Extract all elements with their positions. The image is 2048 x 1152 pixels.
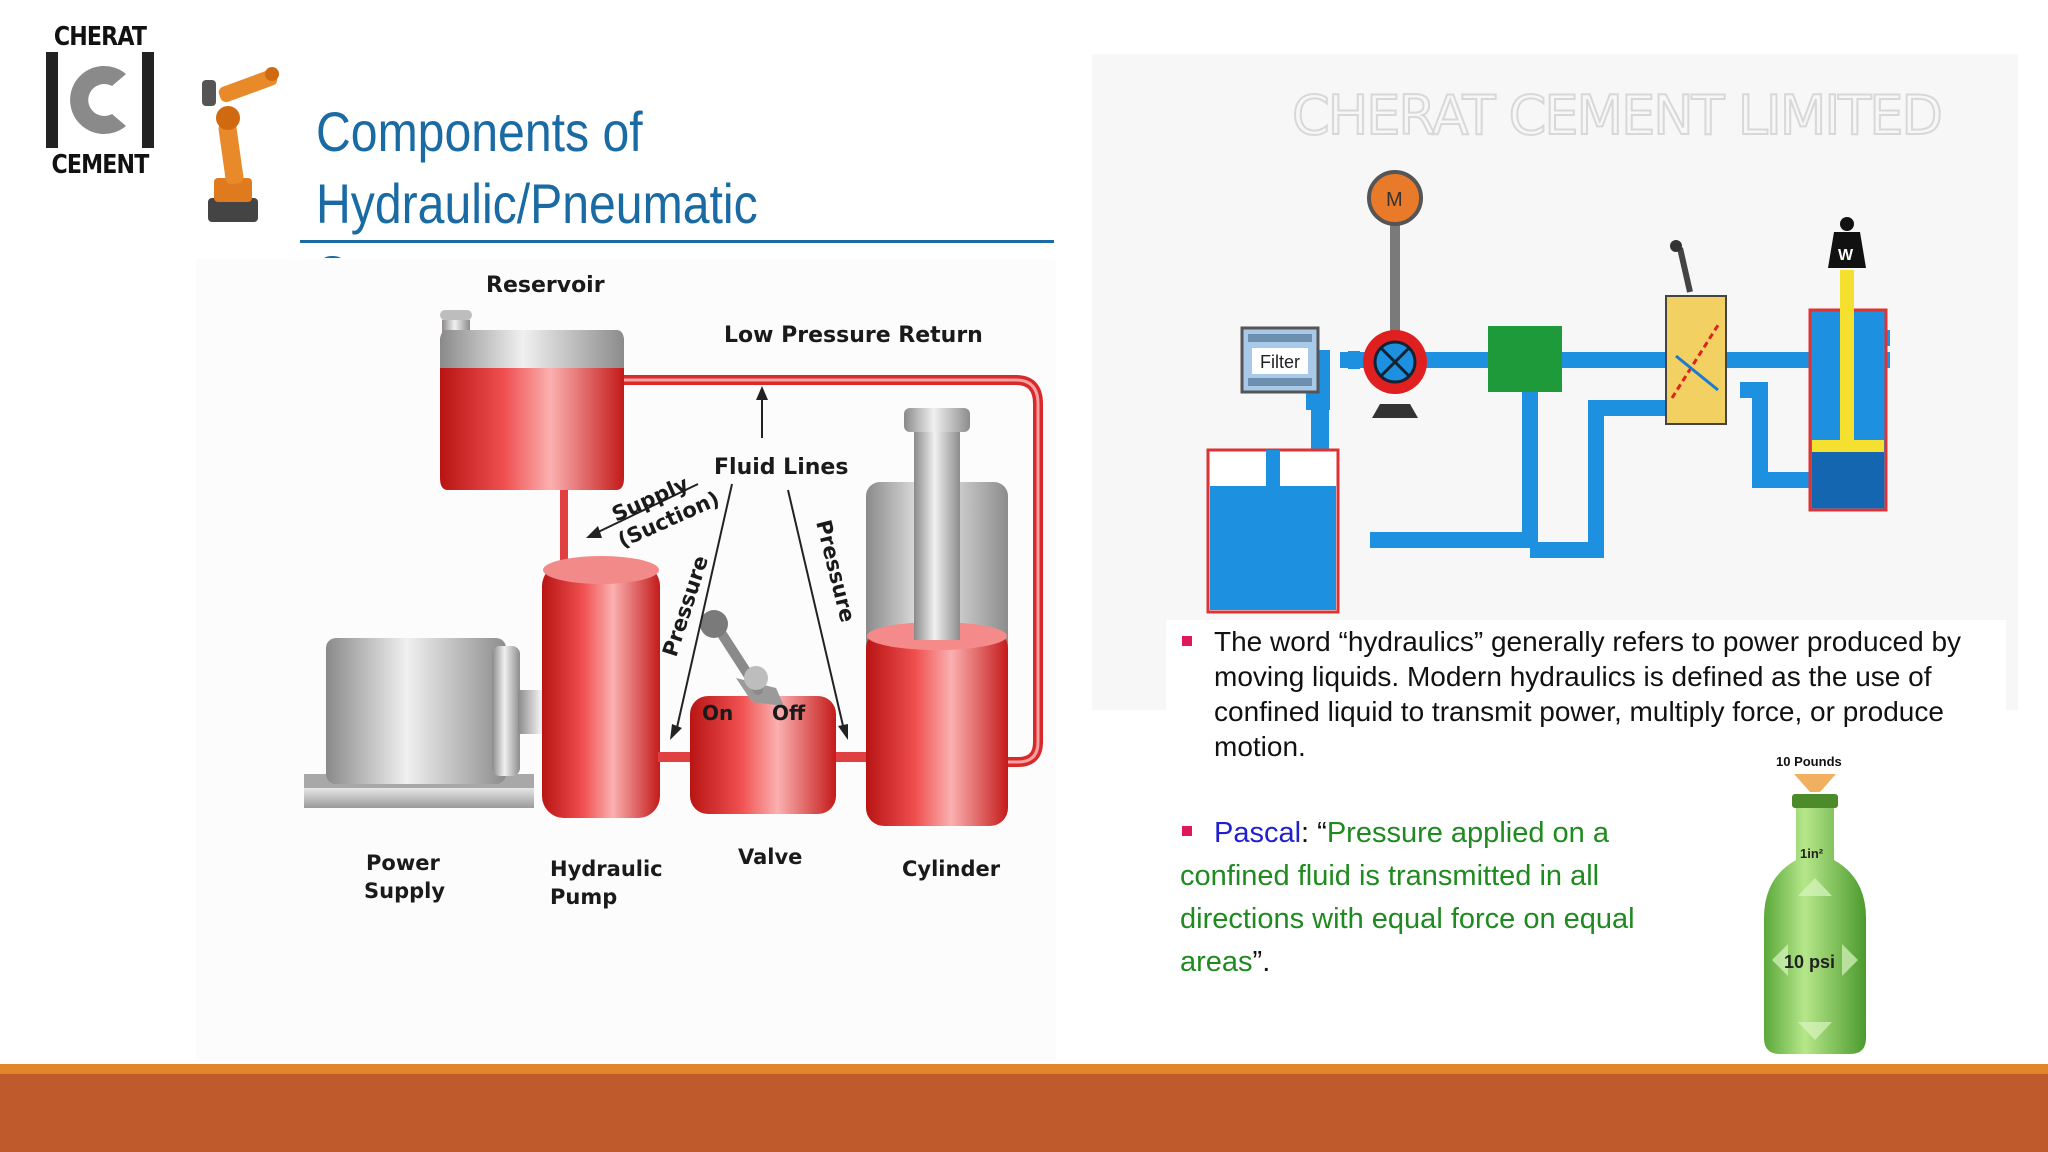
footer-band bbox=[0, 1074, 2048, 1152]
hydraulic-circuit-schematic: Filter M W bbox=[1206, 170, 1890, 614]
footer-accent-line bbox=[0, 1064, 2048, 1074]
robot-arm-image bbox=[202, 67, 279, 222]
label-valve: Valve bbox=[738, 845, 802, 869]
pascal-label: Pascal bbox=[1214, 817, 1302, 849]
label-cylinder: Cylinder bbox=[902, 857, 1001, 881]
label-reservoir: Reservoir bbox=[486, 273, 605, 298]
bullet-1 bbox=[1182, 636, 1192, 646]
label-hydraulic: Hydraulic bbox=[550, 857, 663, 881]
pascal-colon: : “ bbox=[1301, 817, 1327, 849]
pascal-bottle-illustration: 10 Pounds 1in² 10 psi bbox=[1764, 754, 1866, 1054]
logo-bottom-text: CEMENT bbox=[51, 150, 150, 180]
accumulator-block bbox=[1488, 326, 1562, 392]
valve bbox=[690, 610, 836, 814]
pascal-end: ”. bbox=[1252, 946, 1271, 978]
hydraulics-definition: The word “hydraulics” generally refers t… bbox=[1214, 626, 1962, 762]
pascal-quote: Pressure applied on a confined fluid is … bbox=[1180, 817, 1635, 978]
bottle-psi-label: 10 psi bbox=[1784, 952, 1835, 972]
label-fluid-lines: Fluid Lines bbox=[714, 455, 848, 480]
bullet-2 bbox=[1182, 826, 1192, 836]
actuator-cylinder: W bbox=[1808, 217, 1888, 512]
cherat-cement-logo: CHERAT CEMENT bbox=[40, 22, 160, 182]
title-underline bbox=[300, 240, 1054, 243]
hydraulic-pump bbox=[542, 556, 660, 818]
filter: Filter bbox=[1240, 326, 1320, 394]
label-power: Power bbox=[366, 851, 440, 875]
power-supply-motor bbox=[304, 638, 568, 808]
label-low-pressure-return: Low Pressure Return bbox=[724, 323, 983, 348]
motor: M bbox=[1367, 170, 1423, 336]
pump bbox=[1363, 330, 1427, 418]
weight-label: W bbox=[1838, 247, 1854, 264]
cylinder bbox=[866, 408, 1008, 826]
label-pressure-right: Pressure bbox=[811, 517, 860, 624]
label-off: Off bbox=[772, 701, 806, 725]
directional-valve bbox=[1665, 240, 1727, 425]
reservoir-tank bbox=[1206, 448, 1340, 614]
pascal-law: Pascal: “Pressure applied on a confined … bbox=[1180, 812, 1640, 984]
reservoir bbox=[440, 330, 624, 490]
logo-top-text: CHERAT bbox=[53, 22, 147, 52]
filter-label: Filter bbox=[1260, 352, 1300, 372]
label-power-supply: Supply bbox=[364, 879, 445, 903]
logo-c-mark bbox=[46, 52, 154, 148]
bottle-pounds-label: 10 Pounds bbox=[1776, 754, 1842, 769]
motor-label: M bbox=[1386, 189, 1403, 211]
hydraulic-system-diagram: Reservoir Low Pressure Return Fluid Line… bbox=[196, 258, 1056, 1060]
bottle-area-label: 1in² bbox=[1800, 846, 1824, 861]
watermark-text: CHERAT CEMENT LIMITED bbox=[1291, 83, 1944, 148]
label-pump: Pump bbox=[550, 885, 617, 909]
label-on: On bbox=[702, 701, 733, 725]
